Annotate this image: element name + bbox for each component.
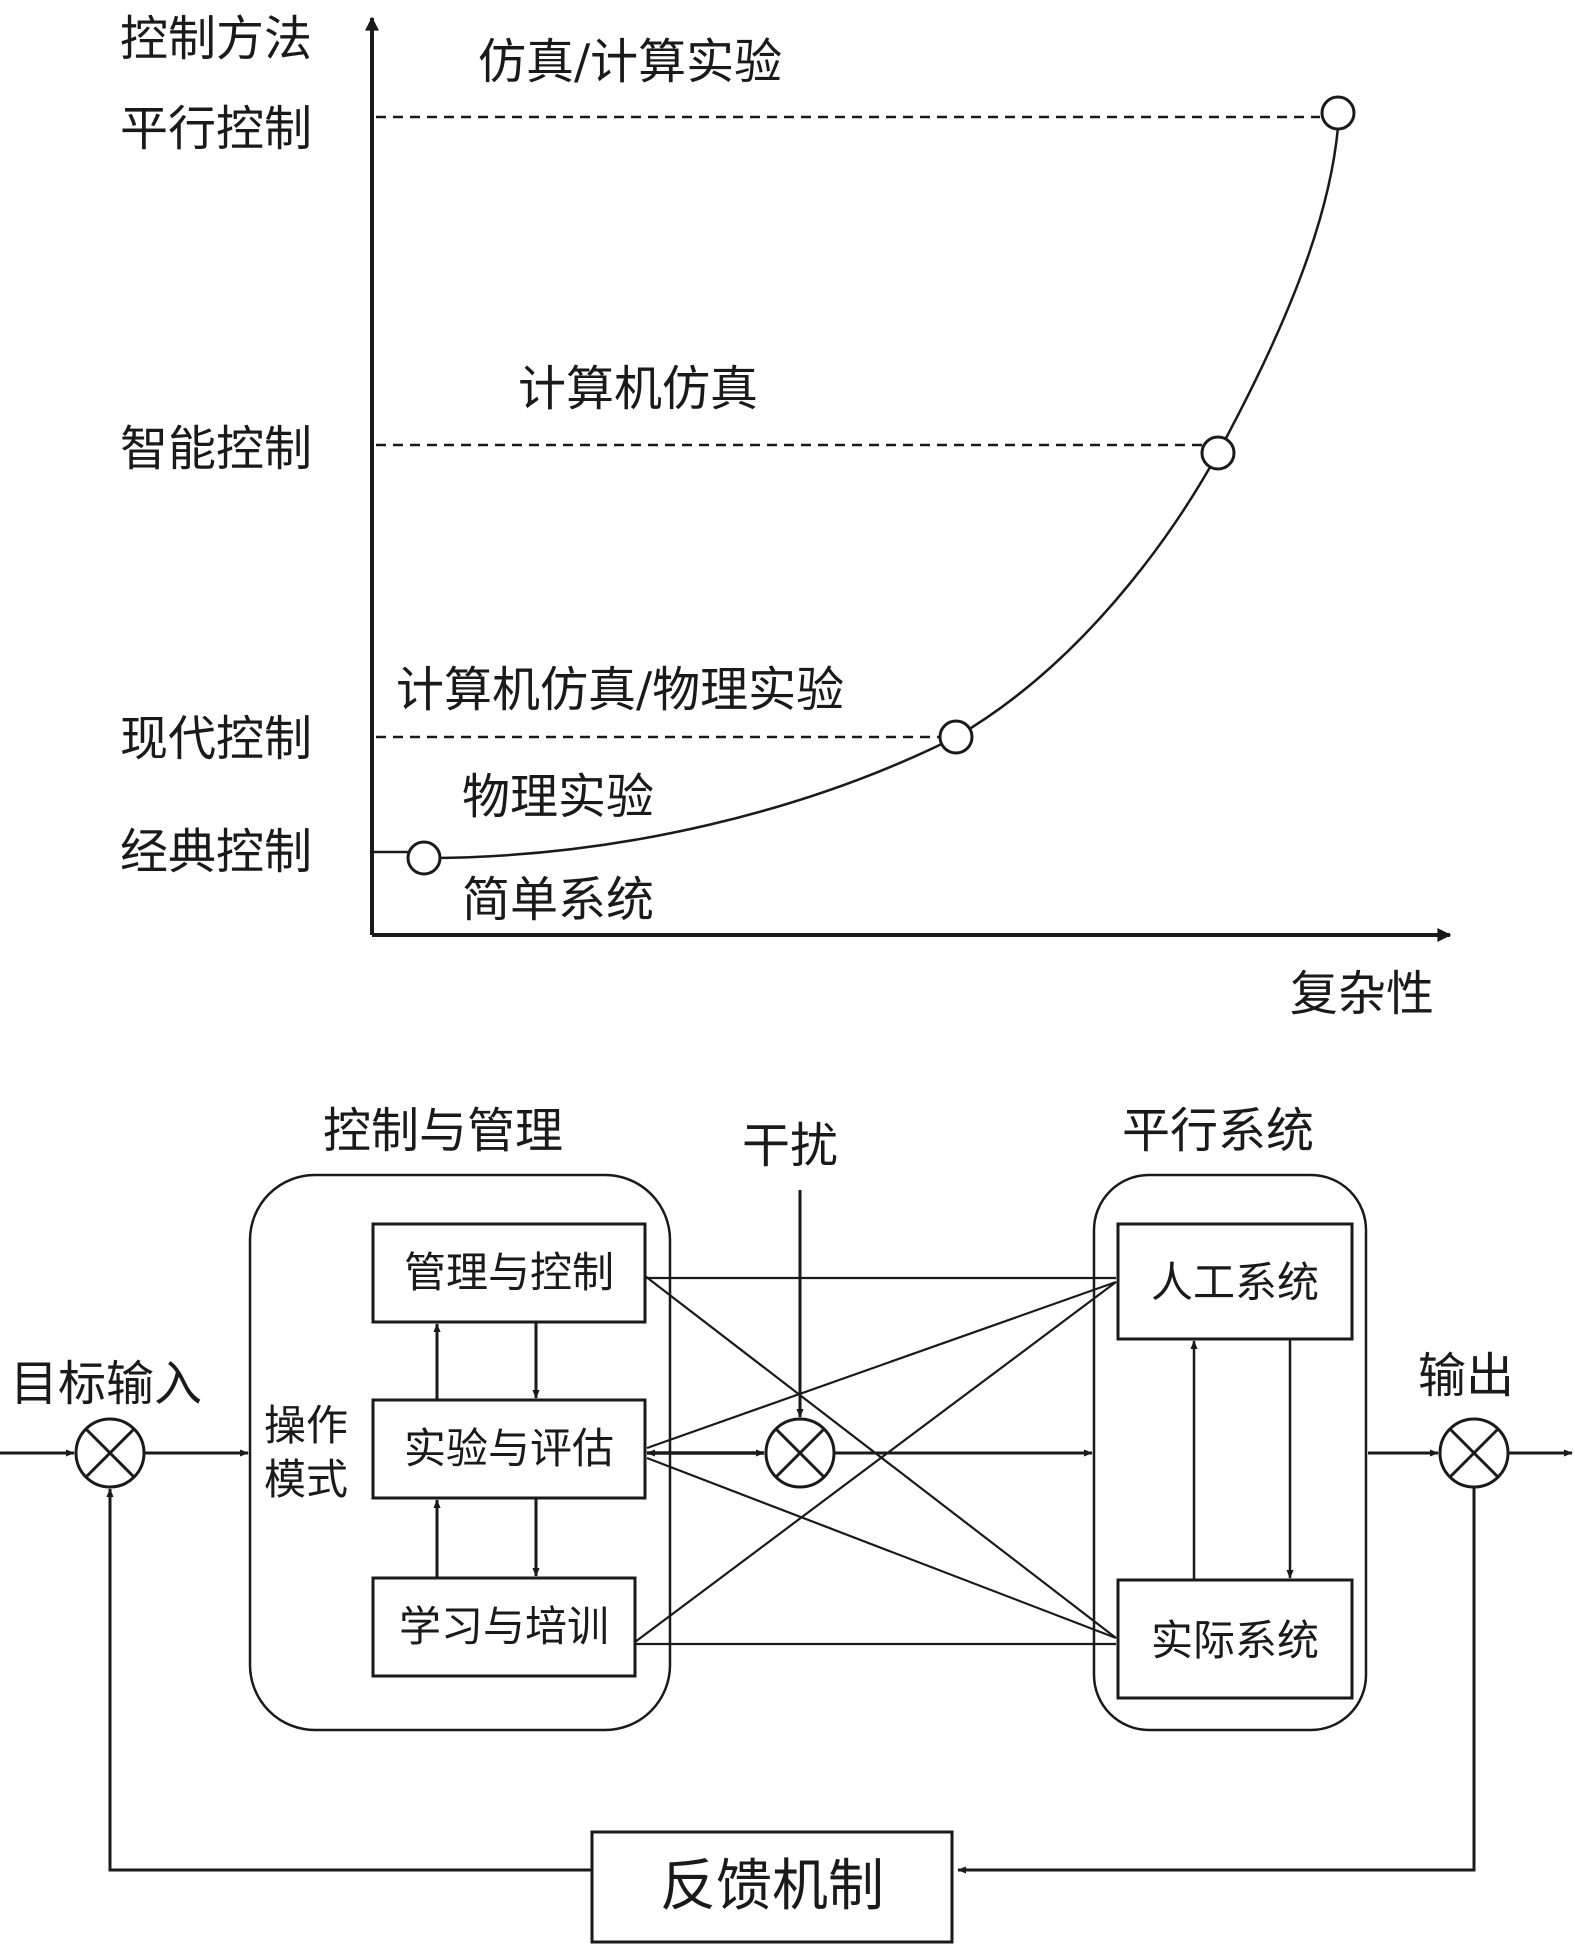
- block-learning-training-label: 学习与培训: [399, 1602, 609, 1651]
- point-intelligent: [1200, 435, 1236, 471]
- block-actual-system-label: 实际系统: [1151, 1616, 1319, 1665]
- cross-connections: [634, 1275, 1117, 1646]
- annotation-simulation-physical: 计算机仿真/物理实验: [396, 662, 844, 718]
- feedback-to-input-line: [106, 1488, 592, 1872]
- growth-curve: [423, 126, 1340, 860]
- input-label: 目标输入: [10, 1356, 202, 1412]
- disturbance-summing-junction: [764, 1417, 836, 1489]
- block-management-control: [371, 1222, 647, 1324]
- point-parallel: [1320, 95, 1356, 131]
- method-label-classical: 经典控制: [120, 824, 312, 880]
- block-feedback: [590, 1830, 954, 1944]
- method-label-modern: 现代控制: [120, 711, 312, 767]
- y-axis-title: 控制方法: [120, 11, 312, 67]
- method-label-parallel: 平行控制: [120, 101, 312, 157]
- block-learning-training: [371, 1576, 637, 1678]
- point-classical: [406, 840, 442, 876]
- block-experiment-evaluation: [371, 1398, 647, 1500]
- feedback-from-output-line: [957, 1487, 1476, 1874]
- point-modern: [938, 719, 974, 755]
- disturbance-label: 干扰: [742, 1118, 838, 1174]
- mode-label-line1: 操作: [264, 1401, 348, 1450]
- x-axis-title: 复杂性: [1290, 966, 1434, 1022]
- block-artificial-system-label: 人工系统: [1151, 1258, 1319, 1307]
- block-artificial-system: [1116, 1222, 1354, 1341]
- input-summing-junction: [74, 1417, 146, 1489]
- block-feedback-label: 反馈机制: [660, 1854, 884, 1919]
- annotation-simulation-computational: 仿真/计算实验: [478, 34, 782, 90]
- parallel-control-diagram: 控制与管理 平行系统 干扰 操作 模式 管理与控制 实验与评估 学习与培训 人工…: [0, 1103, 1573, 1944]
- parallel-group-title: 平行系统: [1122, 1103, 1314, 1159]
- evolution-chart: 控制方法 复杂性 平行控制 智能控制 现代控制 经典控制 仿真/计算实验 计算机…: [120, 11, 1452, 1022]
- control-group-title: 控制与管理: [323, 1103, 563, 1159]
- block-actual-system: [1116, 1578, 1354, 1700]
- mode-label-line2: 模式: [264, 1455, 348, 1504]
- parallel-group-frame: [1092, 1173, 1368, 1732]
- annotation-physical-experiment: 物理实验: [462, 769, 654, 825]
- output-summing-junction: [1438, 1417, 1510, 1489]
- annotation-simple-system: 简单系统: [462, 872, 654, 928]
- block-experiment-evaluation-label: 实验与评估: [404, 1424, 614, 1473]
- block-management-control-label: 管理与控制: [404, 1248, 614, 1297]
- annotation-computer-simulation: 计算机仿真: [518, 361, 758, 417]
- output-label: 输出: [1418, 1348, 1514, 1404]
- method-label-intelligent: 智能控制: [120, 421, 312, 477]
